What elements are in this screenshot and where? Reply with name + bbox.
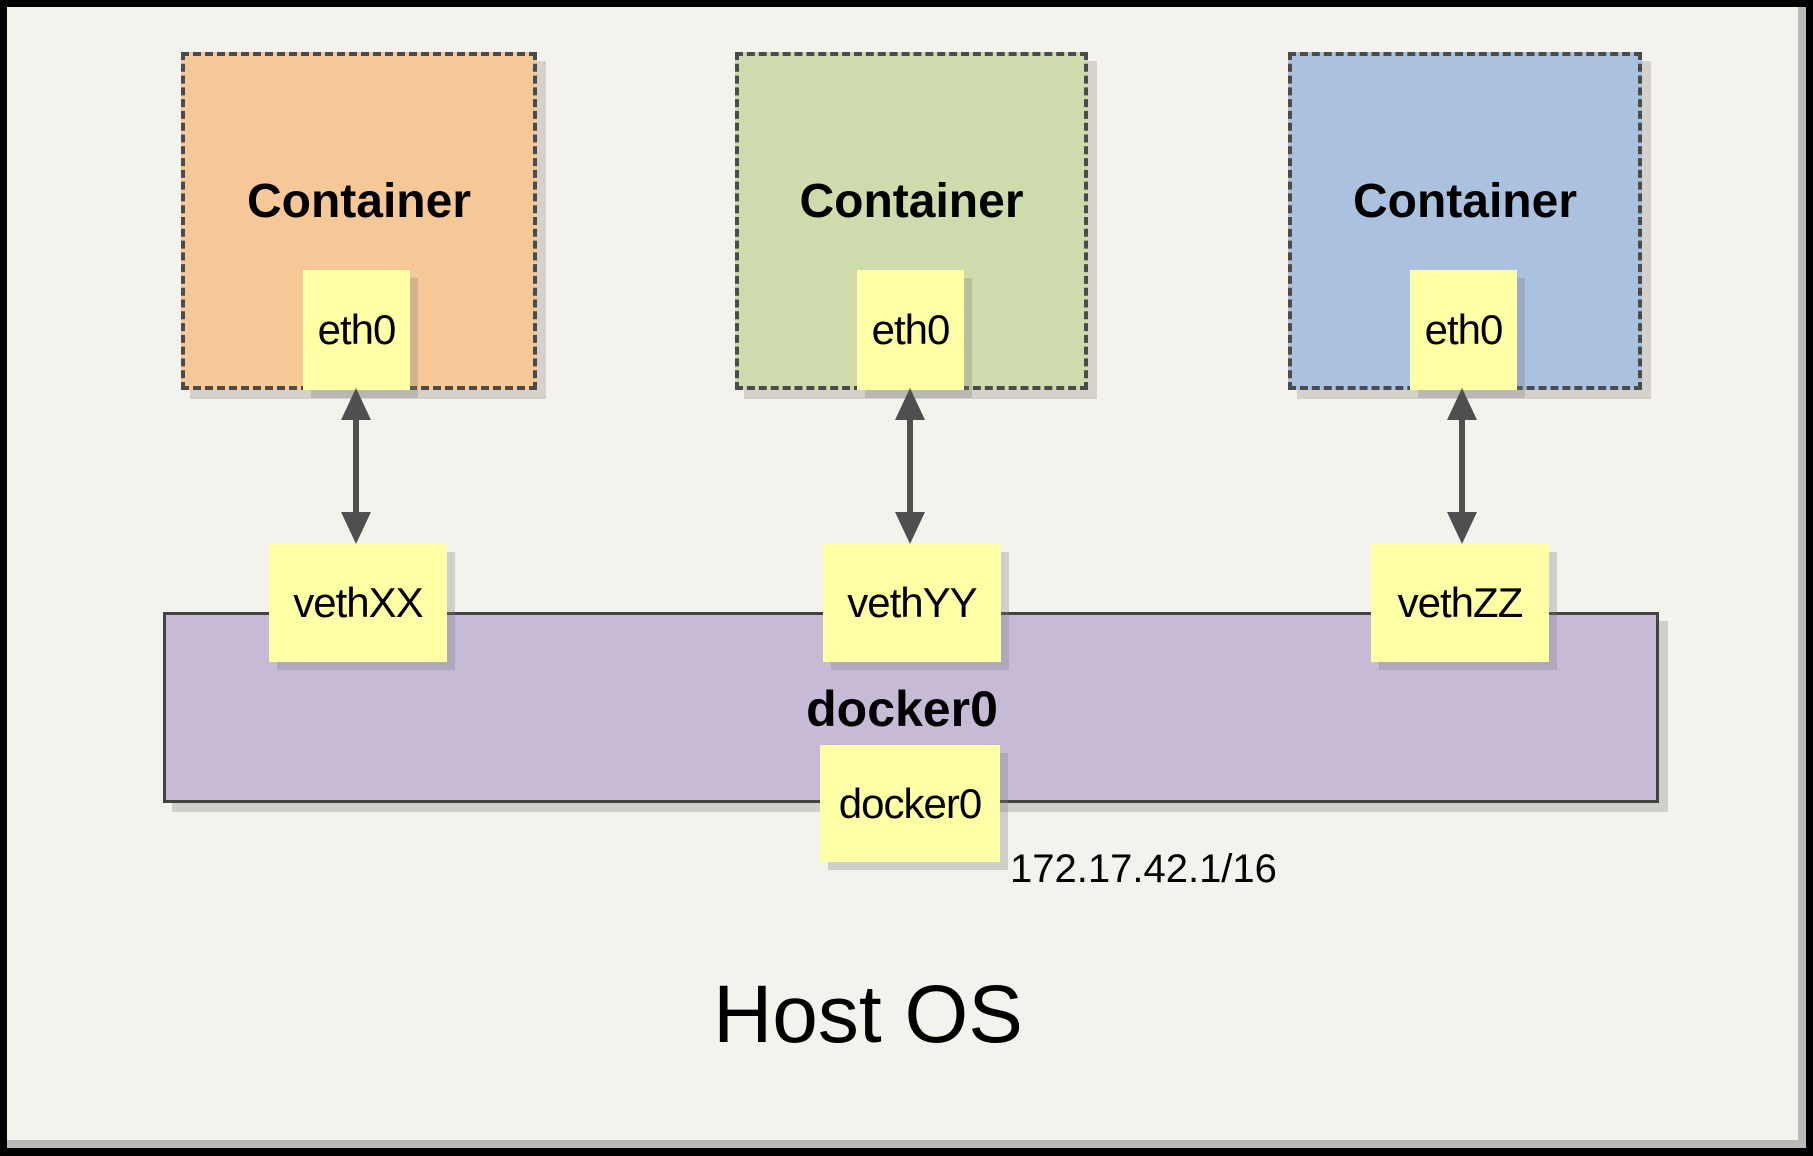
eth0-label-2: eth0	[871, 306, 951, 353]
eth0-label-1: eth0	[317, 306, 397, 353]
container-2-label: Container	[799, 174, 1024, 228]
docker0-interface-box: docker0	[820, 745, 1000, 862]
eth0-box-1: eth0	[303, 270, 410, 390]
host-os-label: Host OS	[713, 969, 1023, 1060]
eth0-box-2: eth0	[857, 270, 964, 390]
bridge-ip-address: 172.17.42.1/16	[1010, 847, 1277, 891]
vethyy-box: vethYY	[823, 544, 1001, 662]
bidirectional-arrow-icon-2	[895, 388, 925, 544]
vethzz-label: vethZZ	[1397, 579, 1524, 626]
container-3-label: Container	[1352, 174, 1577, 228]
vethzz-box: vethZZ	[1371, 544, 1549, 662]
bidirectional-arrow-icon-1	[341, 388, 371, 544]
eth0-box-3: eth0	[1410, 270, 1517, 390]
vethxx-box: vethXX	[269, 544, 447, 662]
bidirectional-arrow-icon-3	[1447, 388, 1477, 544]
vethyy-label: vethYY	[847, 579, 977, 626]
docker0-bridge-label: docker0	[806, 681, 998, 737]
docker0-interface-label: docker0	[838, 779, 982, 827]
container-box-2: Container	[735, 52, 1088, 390]
container-1-label: Container	[246, 174, 471, 228]
vethxx-label: vethXX	[293, 579, 423, 626]
eth0-label-3: eth0	[1424, 306, 1504, 353]
